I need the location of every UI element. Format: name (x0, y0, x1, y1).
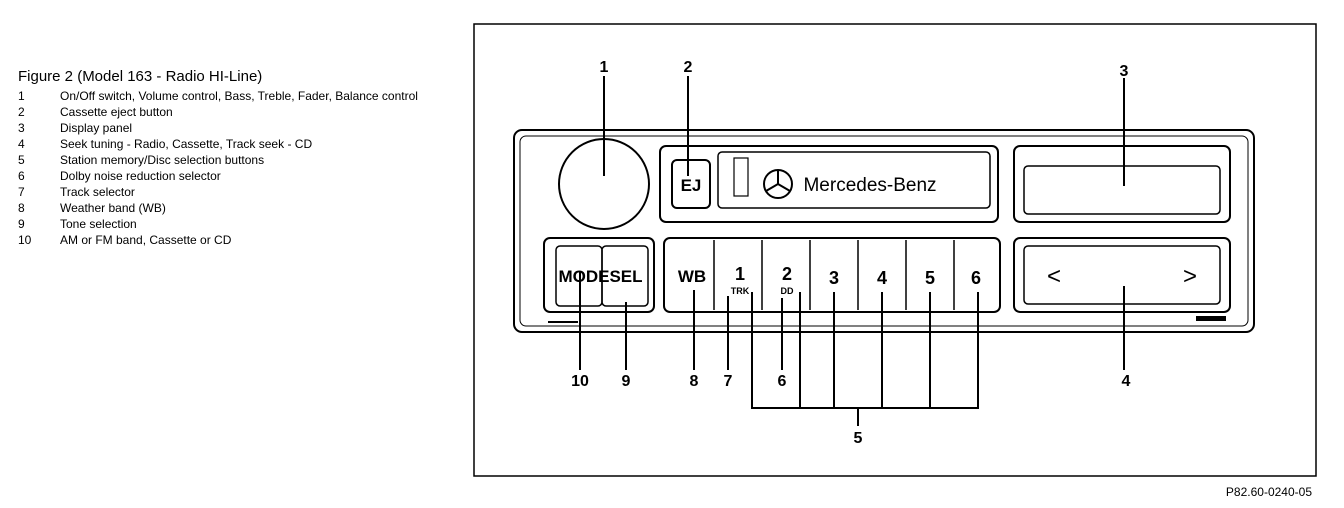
cassette-slot (717, 151, 991, 209)
legend-item: 1 On/Off switch, Volume control, Bass, Tr… (18, 88, 438, 104)
mercedes-star-icon (763, 169, 793, 199)
mode-label: MODE (559, 267, 610, 286)
radio-faceplate (513, 129, 1255, 333)
legend-text: Tone selection (60, 217, 137, 231)
preset-bezel (663, 237, 1001, 313)
legend-item: 3 Display panel (18, 120, 438, 136)
legend-text: AM or FM band, Cassette or CD (60, 233, 232, 247)
callout-3: 3 (1120, 63, 1129, 80)
seek-rocker[interactable] (1023, 245, 1221, 305)
seek-right-icon[interactable]: > (1183, 263, 1197, 290)
seek-left-icon[interactable]: < (1047, 263, 1061, 290)
legend-item: 9 Tone selection (18, 216, 438, 232)
display-panel-bezel (1013, 145, 1231, 223)
legend-item: 8 Weather band (WB) (18, 200, 438, 216)
preset-label-4: 4 (877, 268, 887, 288)
legend-item: 6 Dolby noise reduction selector (18, 168, 438, 184)
legend-text: Track selector (60, 185, 135, 199)
callout-8: 8 (690, 373, 699, 390)
legend-num: 7 (18, 185, 25, 199)
wb-label: WB (678, 267, 706, 286)
eject-label: EJ (681, 176, 702, 195)
legend-title: Figure 2 (Model 163 - Radio HI-Line) (18, 68, 263, 85)
brand-name: Mercedes-Benz (803, 175, 936, 196)
callout-5: 5 (854, 430, 863, 447)
legend-num: 6 (18, 169, 25, 183)
faceplate-inner-edge (519, 135, 1249, 327)
preset-label-5: 5 (925, 268, 935, 288)
mode-sel-bezel (543, 237, 655, 313)
callout-9: 9 (622, 373, 631, 390)
callout-6: 6 (778, 373, 787, 390)
legend-num: 4 (18, 137, 25, 151)
legend-text: Weather band (WB) (60, 201, 166, 215)
legend-item: 4 Seek tuning - Radio, Cassette, Track se… (18, 136, 438, 152)
legend-item: 5 Station memory/Disc selection buttons (18, 152, 438, 168)
figure-legend: Figure 2 (Model 163 - Radio HI-Line) 1 On… (18, 68, 438, 248)
legend-num: 2 (18, 105, 25, 119)
legend-text: Cassette eject button (60, 105, 173, 119)
callout-10: 10 (571, 373, 589, 390)
callout-4: 4 (1122, 373, 1131, 390)
callout-2: 2 (684, 59, 693, 76)
trk-label: TRK (731, 286, 750, 296)
legend-num: 5 (18, 153, 25, 167)
figure-frame (473, 23, 1317, 477)
tape-window (733, 157, 749, 197)
legend-text: Display panel (60, 121, 133, 135)
seek-rocker-bezel (1013, 237, 1231, 313)
sel-label: SEL (609, 267, 642, 286)
legend-item: 7 Track selector (18, 184, 438, 200)
legend-item: 10 AM or FM band, Cassette or CD (18, 232, 438, 248)
preset-label-6: 6 (971, 268, 981, 288)
legend-text: On/Off switch, Volume control, Bass, Tre… (60, 89, 418, 103)
dolby-label: DD (781, 286, 794, 296)
legend-text: Station memory/Disc selection buttons (60, 153, 265, 167)
preset-label-1: 1 (735, 264, 745, 284)
legend-text: Dolby noise reduction selector (60, 169, 221, 183)
preset-label-2: 2 (782, 264, 792, 284)
legend-item: 2 Cassette eject button (18, 104, 438, 120)
callout-1: 1 (600, 59, 609, 76)
legend-num: 3 (18, 121, 25, 135)
legend-num: 1 (18, 89, 25, 103)
display-panel (1023, 165, 1221, 215)
reference-code: P82.60-0240-05 (1225, 485, 1312, 499)
faceplate-marking-right (1196, 316, 1226, 321)
eject-button[interactable] (671, 159, 711, 209)
legend-num: 8 (18, 201, 25, 215)
legend-text: Seek tuning - Radio, Cassette, Track see… (60, 137, 313, 151)
legend-num: 9 (18, 217, 25, 231)
cassette-unit (659, 145, 999, 223)
callout-7: 7 (724, 373, 733, 390)
leader-lines (579, 76, 1125, 426)
preset-label-3: 3 (829, 268, 839, 288)
legend-num: 10 (18, 233, 32, 247)
